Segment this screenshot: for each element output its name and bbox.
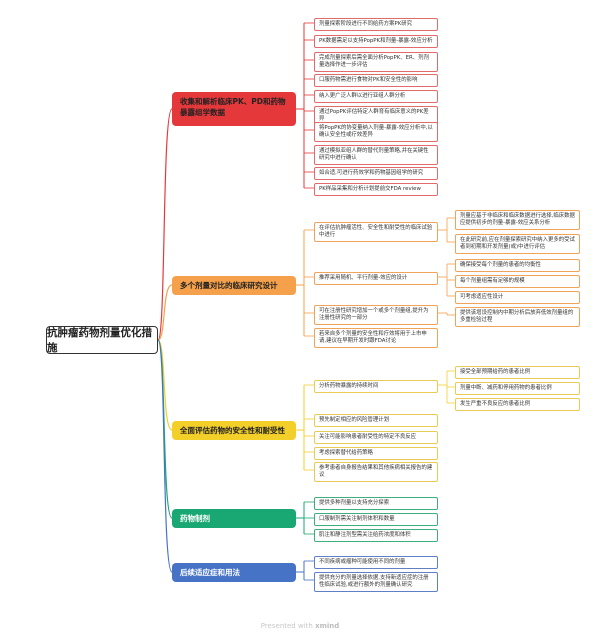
- connector-line: [157, 108, 173, 341]
- subtopic-1-1-1-label: 每个剂量组需有足够的规模: [460, 277, 525, 284]
- subtopic-1-2-label: 可在注册性研究增加一个或多个剂量组,提升为注册性研究的一部分: [319, 307, 429, 322]
- subtopic-3-0-label: 提供多种剂量以支持充分探索: [319, 499, 390, 506]
- subtopic-0-4[interactable]: 纳入更广泛人群以进行亚组人群分析: [314, 90, 438, 103]
- subtopic-1-1-2-label: 可考虑适应性设计: [460, 293, 504, 300]
- subtopic-1-0[interactable]: 在评估抗肿瘤活性、安全性和耐受性的临床试验中进行: [314, 222, 438, 242]
- watermark: Presented with xmind: [0, 622, 600, 630]
- subtopic-1-2[interactable]: 可在注册性研究增加一个或多个剂量组,提升为注册性研究的一部分: [314, 305, 438, 325]
- subtopic-0-6[interactable]: 将PopPK的协变量纳入剂量-暴露-效应分析中,以确认安全性或疗效差异: [314, 122, 438, 142]
- branch-topic-4[interactable]: 后续适应症和用法: [172, 563, 296, 582]
- subtopic-2-4-label: 参考患者自身报告结果和其他疾病相关报告的建议: [319, 464, 433, 479]
- subtopic-3-1[interactable]: 口服制剂需关注制剂体积和数量: [314, 513, 438, 526]
- subtopic-2-0-1-label: 剂量中断、减药和停用药物的患者比例: [460, 384, 552, 391]
- branch-topic-2[interactable]: 全面评估药物的安全性和耐受性: [172, 421, 296, 440]
- subtopic-3-0[interactable]: 提供多种剂量以支持充分探索: [314, 497, 438, 510]
- subtopic-2-0-1[interactable]: 剂量中断、减药和停用药物的患者比例: [455, 382, 580, 395]
- subtopic-3-2-label: 肌注和静注剂型需关注给药浓度和体积: [319, 531, 411, 538]
- connector-line: [157, 284, 173, 341]
- subtopic-0-7-label: 通过模拟亚组人群的替代剂量策略,并在关键性研究中进行确认: [319, 147, 429, 162]
- connector-line: [157, 339, 173, 431]
- branch-topic-0[interactable]: 收集和解析临床PK、PD和药物暴露组学数据: [172, 92, 296, 126]
- subtopic-2-0-label: 分析药物暴露的持续时间: [319, 382, 379, 389]
- subtopic-1-3[interactable]: 若来自多个剂量的安全性和疗效将用于上市申请,建议在早期开发时跟FDA讨论: [314, 328, 438, 348]
- subtopic-0-0[interactable]: 剂量探索阶段进行不同给药方案PK研究: [314, 18, 438, 31]
- subtopic-2-2-label: 关注可能影响患者耐受性的特定不良反应: [319, 433, 417, 440]
- subtopic-1-0-1[interactable]: 在此研究前,应在剂量探索研究中纳入更多的受试者到初期和开发剂量(或)中进行评估: [455, 234, 580, 254]
- branch-topic-1-label: 多个剂量对比的临床研究设计: [180, 281, 278, 290]
- connector-line: [157, 339, 173, 573]
- root-topic[interactable]: 抗肿瘤药物剂量优化措施: [46, 326, 158, 354]
- watermark-brand: xmind: [315, 622, 340, 630]
- subtopic-1-2-0-label: 提供该增设控制内中期分析后放弃低效剂量组的多重检验过程: [460, 309, 574, 324]
- branch-topic-4-label: 后续适应症和用法: [180, 568, 240, 577]
- root-topic-label: 抗肿瘤药物剂量优化措施: [47, 327, 152, 354]
- subtopic-2-1[interactable]: 预先制定相应的风险管理计划: [314, 414, 438, 427]
- subtopic-1-0-1-label: 在此研究前,应在剂量探索研究中纳入更多的受试者到初期和开发剂量(或)中进行评估: [460, 236, 575, 251]
- watermark-prefix: Presented with: [260, 622, 313, 630]
- subtopic-3-1-label: 口服制剂需关注制剂体积和数量: [319, 515, 395, 522]
- subtopic-1-2-0[interactable]: 提供该增设控制内中期分析后放弃低效剂量组的多重检验过程: [455, 307, 580, 327]
- subtopic-1-0-0[interactable]: 剂量应基于非临床和临床数据进行选择,临床数据应提供初步的剂量-暴露-效应关系分析: [455, 210, 580, 230]
- subtopic-2-4[interactable]: 参考患者自身报告结果和其他疾病相关报告的建议: [314, 462, 438, 482]
- subtopic-0-1[interactable]: PK数据需足以支持PopPK和剂量-暴露-效应分析: [314, 35, 438, 48]
- subtopic-2-0-0[interactable]: 接受全部预期给药的患者比例: [455, 366, 580, 379]
- subtopic-1-0-0-label: 剂量应基于非临床和临床数据进行选择,临床数据应提供初步的剂量-暴露-效应关系分析: [460, 212, 575, 227]
- subtopic-0-9-label: PK样品采集和分析计划提前交FDA review: [319, 185, 421, 192]
- subtopic-2-0-0-label: 接受全部预期给药的患者比例: [460, 368, 531, 375]
- subtopic-1-1-label: 推荐采用随机、平行剂量-效应的设计: [319, 274, 408, 281]
- subtopic-0-5-label: 通过PopPK评估特定人群育有临床意义的PK差异: [319, 108, 429, 123]
- branch-topic-3[interactable]: 药物制剂: [172, 509, 296, 528]
- subtopic-1-0-label: 在评估抗肿瘤活性、安全性和耐受性的临床试验中进行: [319, 224, 433, 239]
- subtopic-1-1-0[interactable]: 确保接受每个剂量的患者的均衡性: [455, 259, 580, 272]
- subtopic-2-3-label: 考虑探索替代给药策略: [319, 449, 373, 456]
- subtopic-0-2[interactable]: 完成剂量探索后需全面分析PopPK、ER、剂剂量选择作进一步评估: [314, 52, 438, 72]
- subtopic-1-1-2[interactable]: 可考虑适应性设计: [455, 291, 580, 304]
- subtopic-1-1-1[interactable]: 每个剂量组需有足够的规模: [455, 275, 580, 288]
- subtopic-2-0[interactable]: 分析药物暴露的持续时间: [314, 380, 438, 393]
- subtopic-4-1-label: 提供充分的剂量选择依据,支持新适应症的注册性临床试验,或进行额外的剂量确认研究: [319, 574, 429, 589]
- subtopic-0-3-label: 口服药物需进行食物对PK和安全性的影响: [319, 76, 418, 83]
- subtopic-0-1-label: PK数据需足以支持PopPK和剂量-暴露-效应分析: [319, 37, 433, 44]
- subtopic-2-2[interactable]: 关注可能影响患者耐受性的特定不良反应: [314, 431, 438, 444]
- subtopic-1-1-0-label: 确保接受每个剂量的患者的均衡性: [460, 261, 541, 268]
- subtopic-0-6-label: 将PopPK的协变量纳入剂量-暴露-效应分析中,以确认安全性或疗效差异: [319, 124, 433, 139]
- subtopic-2-0-2[interactable]: 发生严重不良反应的患者比例: [455, 398, 580, 411]
- branch-topic-2-label: 全面评估药物的安全性和耐受性: [180, 426, 285, 435]
- subtopic-4-0-label: 不同疾病或瘤种可能使用不同的剂量: [319, 558, 406, 565]
- subtopic-0-2-label: 完成剂量探索后需全面分析PopPK、ER、剂剂量选择作进一步评估: [319, 54, 429, 69]
- subtopic-3-2[interactable]: 肌注和静注剂型需关注给药浓度和体积: [314, 529, 438, 542]
- subtopic-2-3[interactable]: 考虑探索替代给药策略: [314, 447, 438, 460]
- subtopic-0-3[interactable]: 口服药物需进行食物对PK和安全性的影响: [314, 74, 438, 87]
- subtopic-0-8[interactable]: 如合适,可进行药效学和药物基因组学的研究: [314, 167, 438, 180]
- subtopic-1-3-label: 若来自多个剂量的安全性和疗效将用于上市申请,建议在早期开发时跟FDA讨论: [319, 330, 427, 345]
- subtopic-0-9[interactable]: PK样品采集和分析计划提前交FDA review: [314, 183, 438, 196]
- subtopic-0-0-label: 剂量探索阶段进行不同给药方案PK研究: [319, 20, 413, 27]
- branch-topic-3-label: 药物制剂: [180, 514, 210, 523]
- subtopic-4-0[interactable]: 不同疾病或瘤种可能使用不同的剂量: [314, 556, 438, 569]
- subtopic-1-1[interactable]: 推荐采用随机、平行剂量-效应的设计: [314, 272, 438, 285]
- subtopic-2-0-2-label: 发生严重不良反应的患者比例: [460, 400, 531, 407]
- branch-topic-1[interactable]: 多个剂量对比的临床研究设计: [172, 276, 296, 295]
- branch-topic-0-label: 收集和解析临床PK、PD和药物暴露组学数据: [180, 97, 286, 117]
- subtopic-0-8-label: 如合适,可进行药效学和药物基因组学的研究: [319, 169, 424, 176]
- subtopic-0-7[interactable]: 通过模拟亚组人群的替代剂量策略,并在关键性研究中进行确认: [314, 145, 438, 165]
- subtopic-0-4-label: 纳入更广泛人群以进行亚组人群分析: [319, 92, 406, 99]
- subtopic-2-1-label: 预先制定相应的风险管理计划: [319, 416, 390, 423]
- subtopic-4-1[interactable]: 提供充分的剂量选择依据,支持新适应症的注册性临床试验,或进行额外的剂量确认研究: [314, 572, 438, 592]
